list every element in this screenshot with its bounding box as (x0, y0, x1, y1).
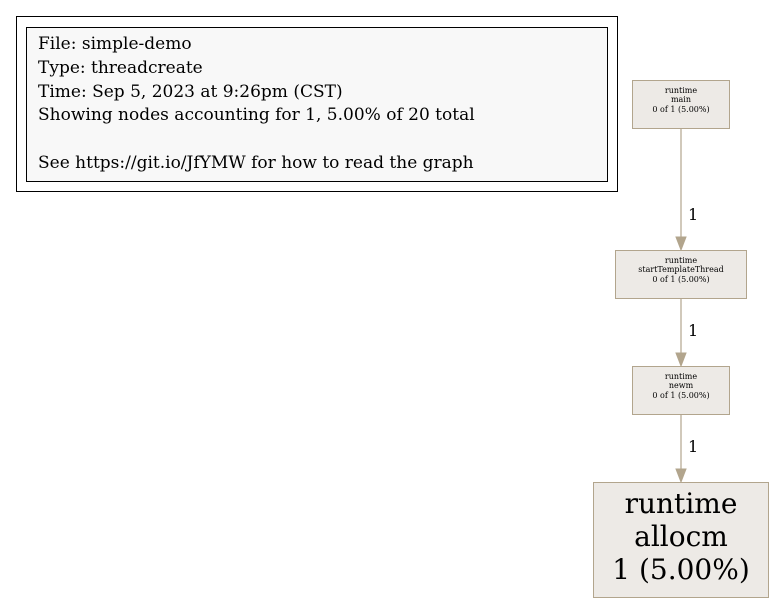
node-package-label: runtime (664, 86, 698, 95)
legend-showing-line: Showing nodes accounting for 1, 5.00% of… (38, 105, 475, 126)
edge-label-startTemplateThread-newm: 1 (688, 321, 699, 340)
node-package-label: runtime (624, 487, 738, 520)
node-package-label: runtime (664, 372, 698, 381)
node-stats-label: 1 (5.00%) (612, 553, 750, 586)
legend-help-line: See https://git.io/JfYMW for how to read… (38, 152, 474, 173)
node-stats-label: 0 of 1 (5.00%) (652, 274, 710, 284)
node-runtime-main[interactable]: runtime main 0 of 1 (5.00%) (632, 80, 730, 129)
node-function-label: allocm (634, 520, 728, 553)
node-runtime-startTemplateThread[interactable]: runtime startTemplateThread 0 of 1 (5.00… (615, 250, 747, 299)
node-stats-label: 0 of 1 (5.00%) (652, 104, 710, 114)
legend-type-line: Type: threadcreate (38, 57, 203, 78)
legend-text: File: simple-demo Type: threadcreate Tim… (38, 33, 475, 176)
node-function-label: main (670, 95, 692, 105)
legend-file-line: File: simple-demo (38, 34, 192, 54)
edge-arrowhead-1 (675, 236, 687, 252)
node-function-label: newm (668, 381, 694, 391)
legend-time-line: Time: Sep 5, 2023 at 9:26pm (CST) (38, 81, 343, 102)
legend-box: File: simple-demo Type: threadcreate Tim… (26, 27, 608, 182)
node-function-label: startTemplateThread (638, 265, 724, 275)
edge-label-newm-allocm: 1 (688, 437, 699, 456)
node-runtime-newm[interactable]: runtime newm 0 of 1 (5.00%) (632, 366, 730, 415)
node-runtime-allocm[interactable]: runtime allocm 1 (5.00%) (593, 482, 769, 598)
edge-arrowhead-3 (675, 468, 687, 484)
edge-label-main-startTemplateThread: 1 (688, 205, 699, 224)
node-package-label: runtime (664, 256, 698, 265)
edge-arrowhead-2 (675, 352, 687, 368)
node-stats-label: 0 of 1 (5.00%) (652, 390, 710, 400)
